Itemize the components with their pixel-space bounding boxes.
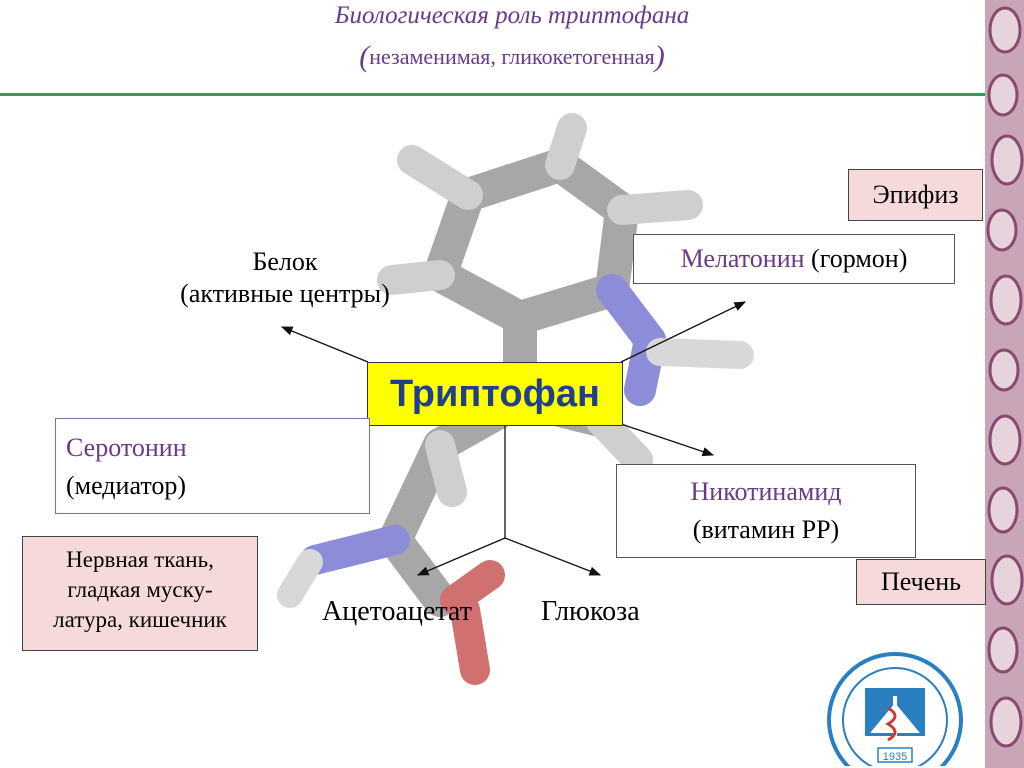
tryptophan-center-box: Триптофан [367,362,623,426]
nerve-line-3: латура, кишечник [53,607,227,632]
logo-year: 1935 [883,751,907,763]
title-divider [0,93,1010,96]
nerve-line-2: гладкая муску- [67,577,213,602]
slide-subtitle: (незаменимая, гликокетогенная) [0,40,1024,74]
tissue-photo-strip [985,0,1024,768]
serotonin-note: (медиатор) [66,471,186,500]
slide-title: Биологическая роль триптофана [334,2,690,29]
protein-name: Белок [252,247,318,276]
subtitle-open-paren: ( [359,40,370,73]
arrow-to-melatonin [620,301,747,363]
subtitle-close-paren: ) [654,40,665,73]
epiphysis-badge: Эпифиз [848,169,983,221]
arrow-to-glucose [504,537,602,576]
melatonin-name: Мелатонин [680,244,805,273]
nerve-line-1: Нервная ткань, [66,547,214,572]
nicotinamide-box: Никотинамид (витамин РР) [616,464,916,558]
nicotinamide-name: Никотинамид [690,477,842,506]
arrow-to-nicotinamide [620,423,715,457]
subtitle-text: незаменимая, гликокетогенная [369,44,655,69]
glucose-label: Глюкоза [541,596,640,627]
melatonin-box: Мелатонин (гормон) [633,234,955,284]
serotonin-name: Серотонин [66,433,187,462]
serotonin-box: Серотонин (медиатор) [55,418,370,514]
nerve-tissue-badge: Нервная ткань, гладкая муску- латура, ки… [22,536,258,651]
arrow-to-acetoacetate [416,537,506,576]
nicotinamide-note: (витамин РР) [692,515,840,544]
melatonin-note: (гормон) [804,244,908,273]
protein-note: (активные центры) [180,279,390,308]
acetoacetate-label: Ацетоацетат [322,596,472,627]
protein-label: Белок (активные центры) [120,246,450,310]
university-logo: 1935 [827,652,963,766]
liver-badge: Печень [856,559,986,605]
arrow-to-protein [280,326,369,363]
